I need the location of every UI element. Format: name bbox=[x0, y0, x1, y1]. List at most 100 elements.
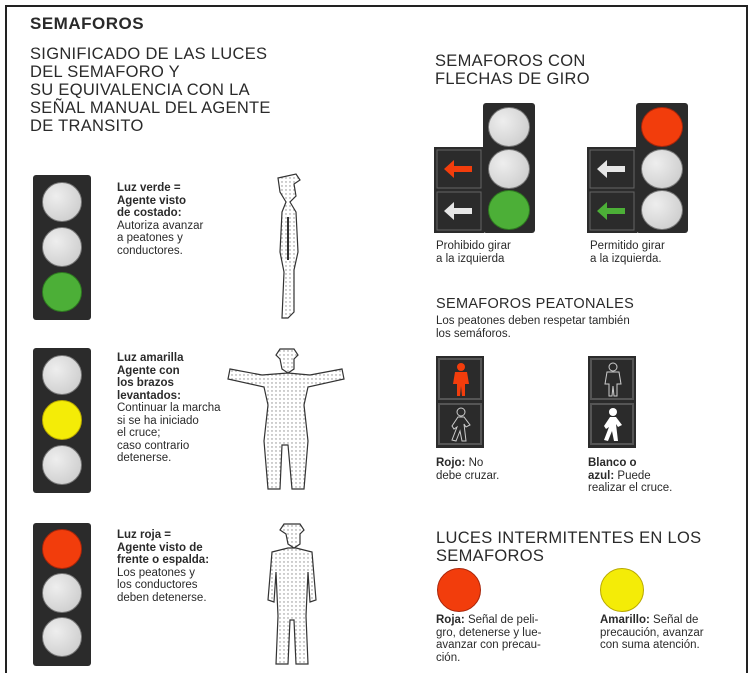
flashing-section-header: LUCES INTERMITENTES EN LOS SEMAFOROS bbox=[436, 529, 701, 565]
arrows-header-line: FLECHAS DE GIRO bbox=[435, 70, 590, 88]
standing-person-off-icon bbox=[604, 362, 622, 397]
caption-line: Permitido girar bbox=[590, 240, 665, 252]
light-off-icon bbox=[42, 227, 82, 267]
caption-line: Señal de peli- bbox=[467, 614, 539, 626]
caption-line: ción. bbox=[436, 651, 461, 664]
caption-line: Autoriza avanzar bbox=[117, 219, 204, 232]
yellow-light-icon bbox=[42, 400, 82, 440]
caption-line: Puede bbox=[617, 469, 651, 482]
ped-red-caption: Rojo: No debe cruzar. bbox=[436, 457, 499, 482]
red-light-icon bbox=[42, 529, 82, 569]
light-off-icon bbox=[42, 573, 82, 613]
left-header-line: SEÑAL MANUAL DEL AGENTE bbox=[30, 99, 271, 117]
traffic-light-green-state bbox=[33, 175, 91, 320]
caption-line: gro, detenerse y lue- bbox=[436, 626, 542, 639]
left-section-header: SIGNIFICADO DE LAS LUCES DEL SEMAFORO Y … bbox=[30, 45, 271, 135]
flashing-red-light-icon bbox=[437, 568, 481, 612]
flash-header-line: SEMAFOROS bbox=[436, 547, 545, 565]
caption-line: precaución, avanzar bbox=[600, 626, 704, 639]
ped-lamp bbox=[438, 403, 482, 445]
arrows-section-header: SEMAFOROS CON FLECHAS DE GIRO bbox=[435, 52, 590, 88]
caption-line: el cruce; bbox=[117, 427, 161, 439]
caption-bold: azul: bbox=[588, 469, 615, 482]
caption-bold: Rojo: bbox=[436, 457, 466, 469]
light-off-icon bbox=[488, 107, 530, 147]
traffic-light-red-state bbox=[33, 523, 91, 666]
light-off-icon bbox=[488, 149, 530, 189]
ped-lamp bbox=[590, 403, 634, 445]
caption-line: No bbox=[468, 457, 484, 469]
caption-line: los semáforos. bbox=[436, 327, 511, 340]
flash-red-caption: Roja: Señal de peli- gro, detenerse y lu… bbox=[436, 614, 541, 664]
traffic-light-amber-state bbox=[33, 348, 91, 493]
left-header-line: SIGNIFICADO DE LAS LUCES bbox=[30, 45, 268, 63]
red-caption: Luz roja = Agente visto de frente o espa… bbox=[117, 529, 209, 604]
light-off-icon bbox=[641, 149, 683, 189]
prohibited-turn-caption: Prohibido girar a la izquierda bbox=[436, 240, 511, 265]
green-left-arrow-icon bbox=[589, 149, 635, 231]
green-light-icon bbox=[42, 272, 82, 312]
arrow-signal-box bbox=[587, 147, 637, 233]
red-left-arrow-icon bbox=[436, 149, 482, 231]
caption-bold-line: Agente visto bbox=[117, 194, 187, 207]
light-off-icon bbox=[641, 190, 683, 230]
page-title: SEMAFOROS bbox=[30, 14, 145, 33]
caption-bold-line: de costado: bbox=[117, 207, 182, 219]
left-header-line: DE TRANSITO bbox=[30, 117, 144, 135]
caption-bold-line: los brazos bbox=[117, 377, 174, 389]
caption-line: a la izquierda bbox=[436, 252, 505, 265]
caption-line: Los peatones y bbox=[117, 566, 196, 579]
arrow-signal-box bbox=[434, 147, 484, 233]
caption-line: Los peatones deben respetar también bbox=[436, 315, 630, 327]
caption-bold-line: Blanco o bbox=[588, 457, 637, 469]
caption-line: detenerse. bbox=[117, 452, 172, 464]
red-light-icon bbox=[641, 107, 683, 147]
green-light-icon bbox=[488, 190, 530, 230]
caption-line: Continuar la marcha bbox=[117, 402, 221, 414]
page-frame bbox=[5, 5, 748, 673]
red-standing-person-icon bbox=[453, 363, 469, 396]
pedestrian-light-red bbox=[436, 356, 484, 448]
ped-lamp bbox=[590, 358, 634, 400]
light-off-icon bbox=[42, 617, 82, 657]
caption-line: realizar el cruce. bbox=[588, 482, 673, 494]
caption-bold: Roja: bbox=[436, 614, 465, 626]
left-header-line: SU EQUIVALENCIA CON LA bbox=[30, 81, 250, 99]
ped-lamp bbox=[438, 358, 482, 400]
arrows-header-line: SEMAFOROS CON bbox=[435, 52, 586, 70]
flash-header-line: LUCES INTERMITENTES EN LOS bbox=[436, 529, 702, 547]
caption-bold-line: Luz amarilla bbox=[117, 352, 184, 364]
caption-line: a la izquierda. bbox=[590, 252, 662, 265]
light-off-icon bbox=[42, 355, 82, 395]
walking-person-off-icon bbox=[451, 407, 471, 442]
flash-yellow-caption: Amarillo: Señal de precaución, avanzar c… bbox=[600, 614, 704, 652]
permitted-turn-caption: Permitido girar a la izquierda. bbox=[590, 240, 665, 265]
caption-bold-line: Agente visto de bbox=[117, 541, 203, 554]
pedestrian-light-white bbox=[588, 356, 636, 448]
left-header-line: DEL SEMAFORO Y bbox=[30, 63, 180, 81]
caption-line: debe cruzar. bbox=[436, 469, 500, 482]
caption-bold-line: Luz verde = bbox=[117, 182, 181, 194]
officer-arms-raised-icon bbox=[227, 348, 345, 490]
officer-side-view-icon bbox=[277, 173, 301, 319]
flashing-yellow-light-icon bbox=[600, 568, 644, 612]
caption-line: avanzar con precau- bbox=[436, 639, 541, 651]
caption-line: caso contrario bbox=[117, 439, 190, 452]
amber-caption: Luz amarilla Agente con los brazos levan… bbox=[117, 352, 221, 465]
arrow-traffic-light-prohibited bbox=[483, 103, 535, 233]
caption-bold-line: Luz roja = bbox=[117, 529, 171, 541]
caption-line: deben detenerse. bbox=[117, 591, 207, 604]
caption-line: conductores. bbox=[117, 244, 183, 257]
caption-bold-line: Agente con bbox=[117, 364, 180, 377]
pedestrian-section-header: SEMAFOROS PEATONALES bbox=[436, 296, 635, 312]
caption-line: los conductores bbox=[117, 579, 198, 591]
arrow-traffic-light-permitted bbox=[636, 103, 688, 233]
green-caption: Luz verde = Agente visto de costado: Aut… bbox=[117, 182, 203, 257]
caption-bold-line: levantados: bbox=[117, 389, 181, 402]
caption-bold-line: frente o espalda: bbox=[117, 554, 210, 566]
caption-line: con suma atención. bbox=[600, 639, 700, 651]
officer-front-view-icon bbox=[267, 523, 317, 665]
white-walking-person-icon bbox=[604, 408, 622, 441]
caption-line: Prohibido girar bbox=[436, 240, 511, 252]
caption-line: Señal de bbox=[653, 614, 699, 626]
